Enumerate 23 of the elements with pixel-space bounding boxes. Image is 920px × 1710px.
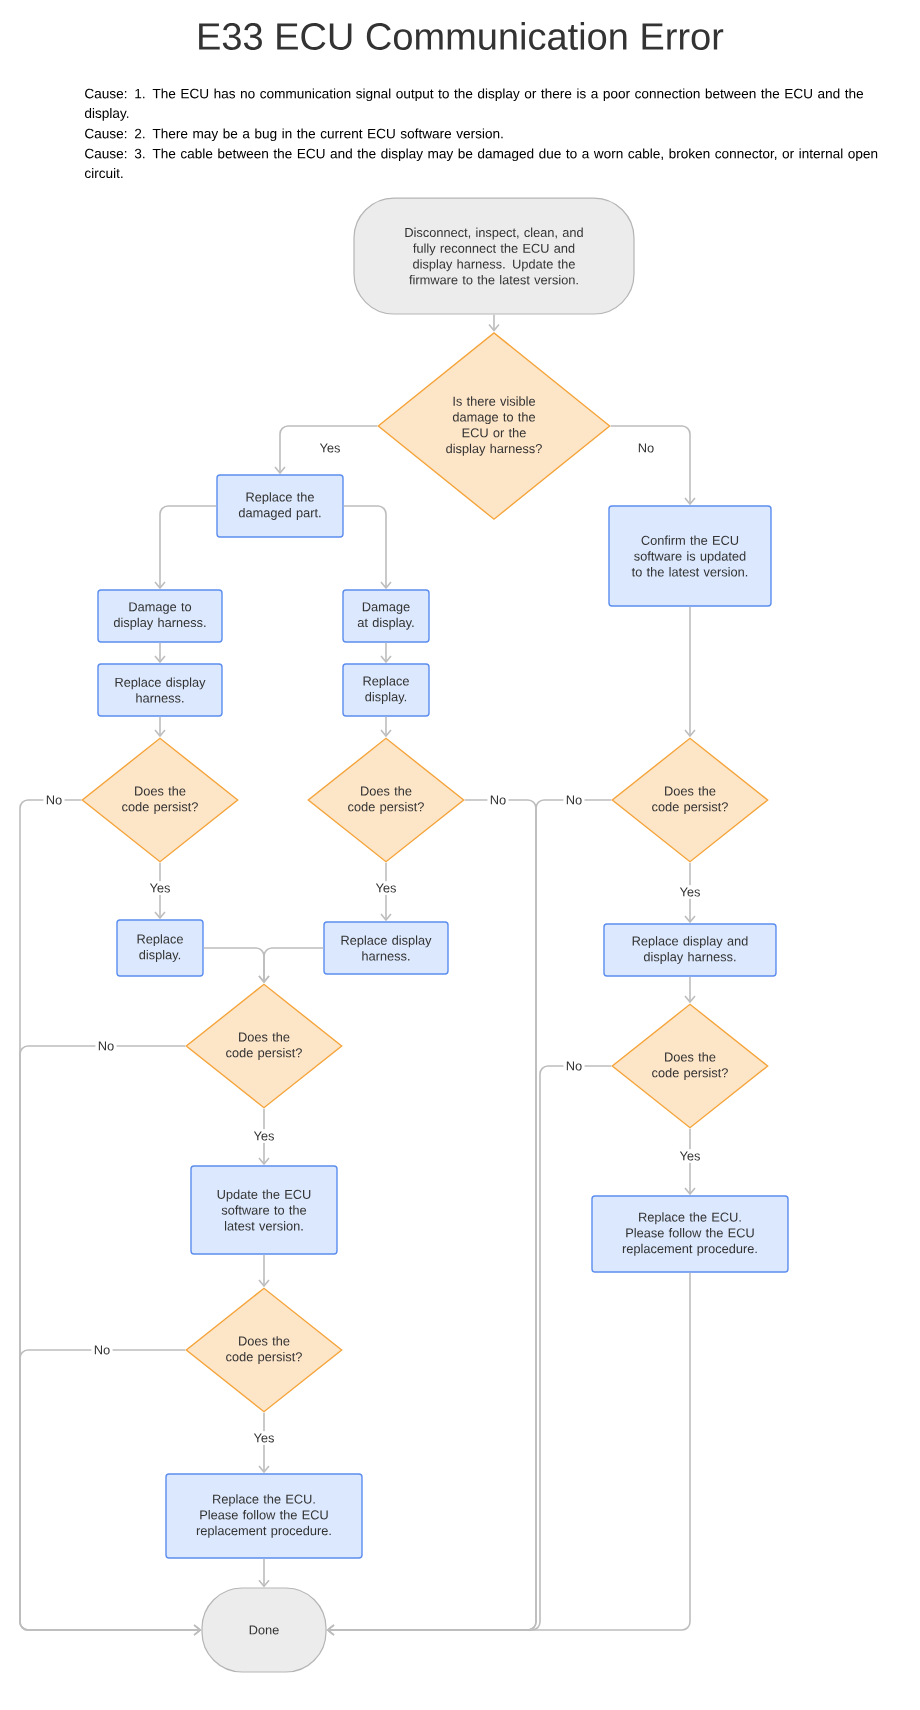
arrow <box>154 641 166 664</box>
arrow <box>342 505 392 590</box>
arrow <box>684 605 696 738</box>
arrow <box>19 1349 202 1636</box>
arrow <box>684 975 696 1004</box>
title: E33 ECU Communication Error <box>199 22 724 50</box>
arrow <box>258 1253 270 1288</box>
arrow <box>154 861 166 920</box>
arrow <box>258 947 325 984</box>
arrow <box>258 1411 270 1474</box>
arrow <box>154 715 166 738</box>
arrow <box>684 861 696 924</box>
arrow <box>274 425 379 475</box>
arrow <box>154 505 218 590</box>
arrow <box>380 861 392 922</box>
arrow <box>609 425 696 506</box>
arrow <box>326 1271 691 1636</box>
arrow <box>258 1557 270 1588</box>
arrow <box>684 1127 696 1196</box>
arrow <box>258 1107 270 1166</box>
arrow <box>488 313 500 332</box>
arrow <box>380 715 392 738</box>
arrow <box>380 641 392 664</box>
